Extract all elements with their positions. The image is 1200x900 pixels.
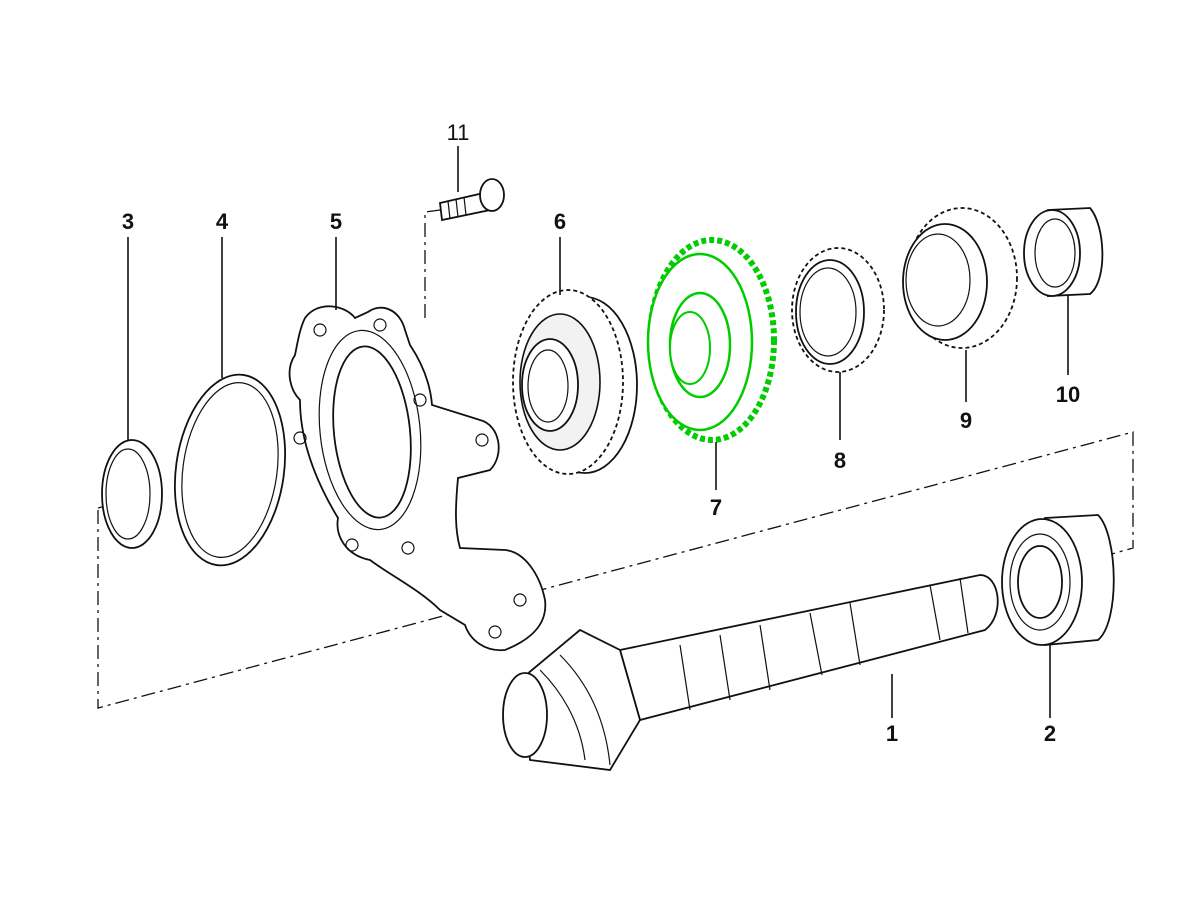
label-part-9: 9 <box>960 408 972 433</box>
label-part-8: 8 <box>834 448 846 473</box>
label-part-5: 5 <box>330 209 342 234</box>
part-11-bolt[interactable] <box>439 178 505 222</box>
part-9-gear-with-sleeve[interactable] <box>902 207 1018 349</box>
part-labels: 3 4 5 6 7 8 9 10 1 2 11 <box>122 120 1080 746</box>
part-4-o-ring[interactable] <box>163 367 297 572</box>
label-part-1: 1 <box>886 721 898 746</box>
part-1-pinion-shaft[interactable] <box>502 574 999 771</box>
label-part-7: 7 <box>710 495 722 520</box>
part-3-snap-ring[interactable] <box>101 439 163 549</box>
part-2-bearing[interactable] <box>1001 514 1115 646</box>
label-part-3: 3 <box>122 209 134 234</box>
part-7-large-gear-highlighted[interactable] <box>646 237 777 443</box>
part-5-flange-plate[interactable] <box>288 305 547 652</box>
label-part-2: 2 <box>1044 721 1056 746</box>
label-part-11: 11 <box>447 120 470 145</box>
label-part-4: 4 <box>216 209 229 234</box>
leader-lines <box>127 146 1069 718</box>
part-8-helical-ring-gear[interactable] <box>791 247 885 373</box>
label-part-10: 10 <box>1056 382 1080 407</box>
label-part-6: 6 <box>554 209 566 234</box>
part-10-bushing[interactable] <box>1023 207 1104 297</box>
part-6-helical-gear[interactable] <box>512 289 638 475</box>
